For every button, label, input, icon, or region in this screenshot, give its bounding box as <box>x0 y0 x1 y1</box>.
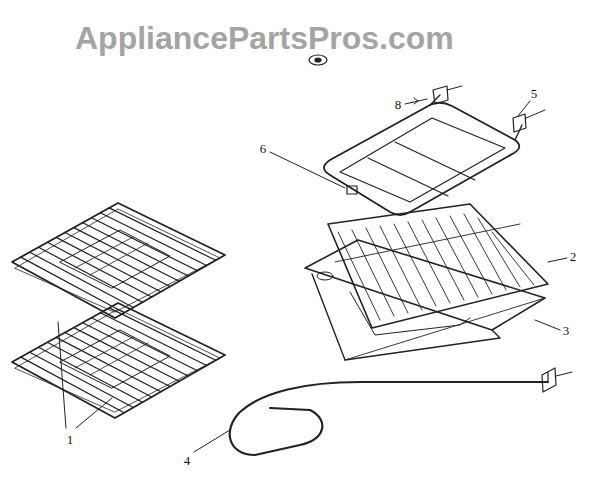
callout-number: 2 <box>570 250 577 263</box>
callout-number: 6 <box>260 142 267 155</box>
callout-number: 1 <box>67 433 74 446</box>
callout-number: 3 <box>563 324 570 337</box>
callout-number: 5 <box>531 87 538 100</box>
callout-number: 4 <box>184 454 191 467</box>
watermark: AppliancePartsPros.com <box>75 22 454 54</box>
callout-number: 8 <box>395 98 402 111</box>
